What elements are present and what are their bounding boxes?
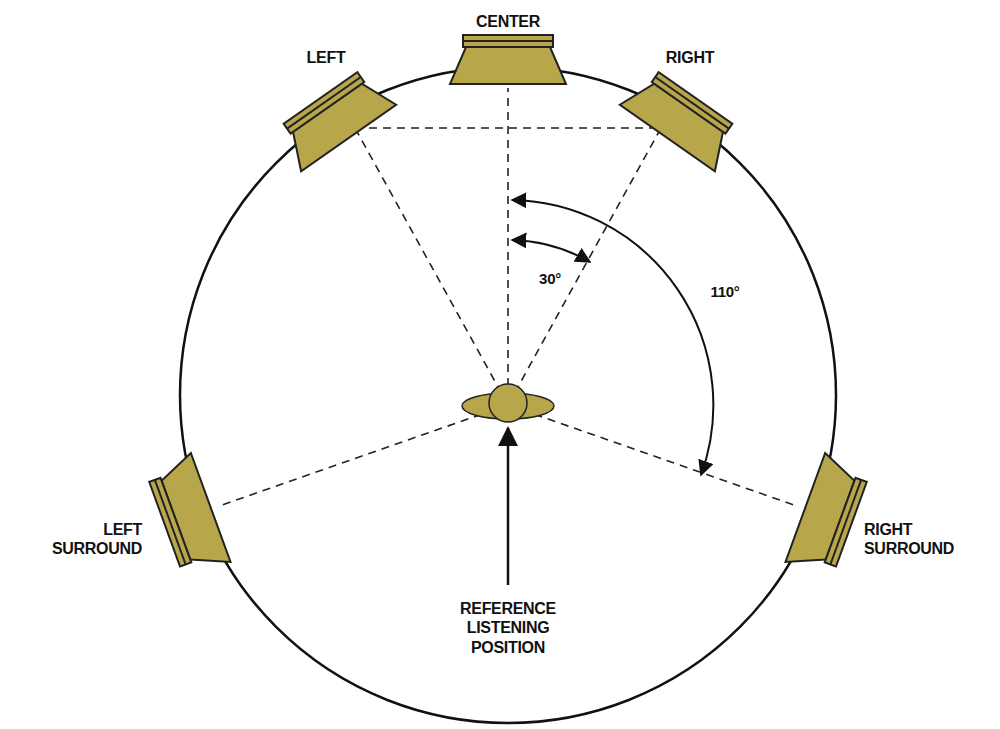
listener-figure — [462, 384, 554, 422]
speaker-name: CENTER — [476, 12, 540, 31]
right-surround-speaker — [785, 453, 871, 579]
speaker-label: RIGHT SURROUND — [864, 520, 974, 558]
speaker-label: CENTER — [476, 12, 540, 31]
center-speaker — [450, 35, 566, 84]
pointer-arrow — [507, 428, 510, 585]
left-speaker — [273, 65, 396, 172]
angle-label: 30° — [539, 270, 561, 288]
speaker-name: RIGHT SURROUND — [864, 520, 974, 558]
position-label: REFERENCE LISTENING POSITION — [448, 599, 568, 657]
left-surround-speaker — [145, 453, 231, 579]
angle-label: 110° — [711, 283, 740, 301]
angle-arc-30 — [512, 240, 590, 262]
speaker-label: LEFT SURROUND — [32, 520, 142, 558]
speaker-label: LEFT — [307, 48, 346, 67]
speaker-name: LEFT — [307, 48, 346, 67]
angle-value: 110° — [711, 283, 740, 301]
angle-value: 30° — [539, 270, 561, 288]
angle-arc-110 — [512, 200, 713, 475]
speaker-name: LEFT SURROUND — [32, 520, 142, 558]
speaker-name: RIGHT — [666, 48, 714, 67]
speaker-label: RIGHT — [666, 48, 714, 67]
room-circle — [180, 67, 836, 723]
caption-text: REFERENCE LISTENING POSITION — [448, 599, 568, 657]
right-speaker — [620, 65, 743, 172]
